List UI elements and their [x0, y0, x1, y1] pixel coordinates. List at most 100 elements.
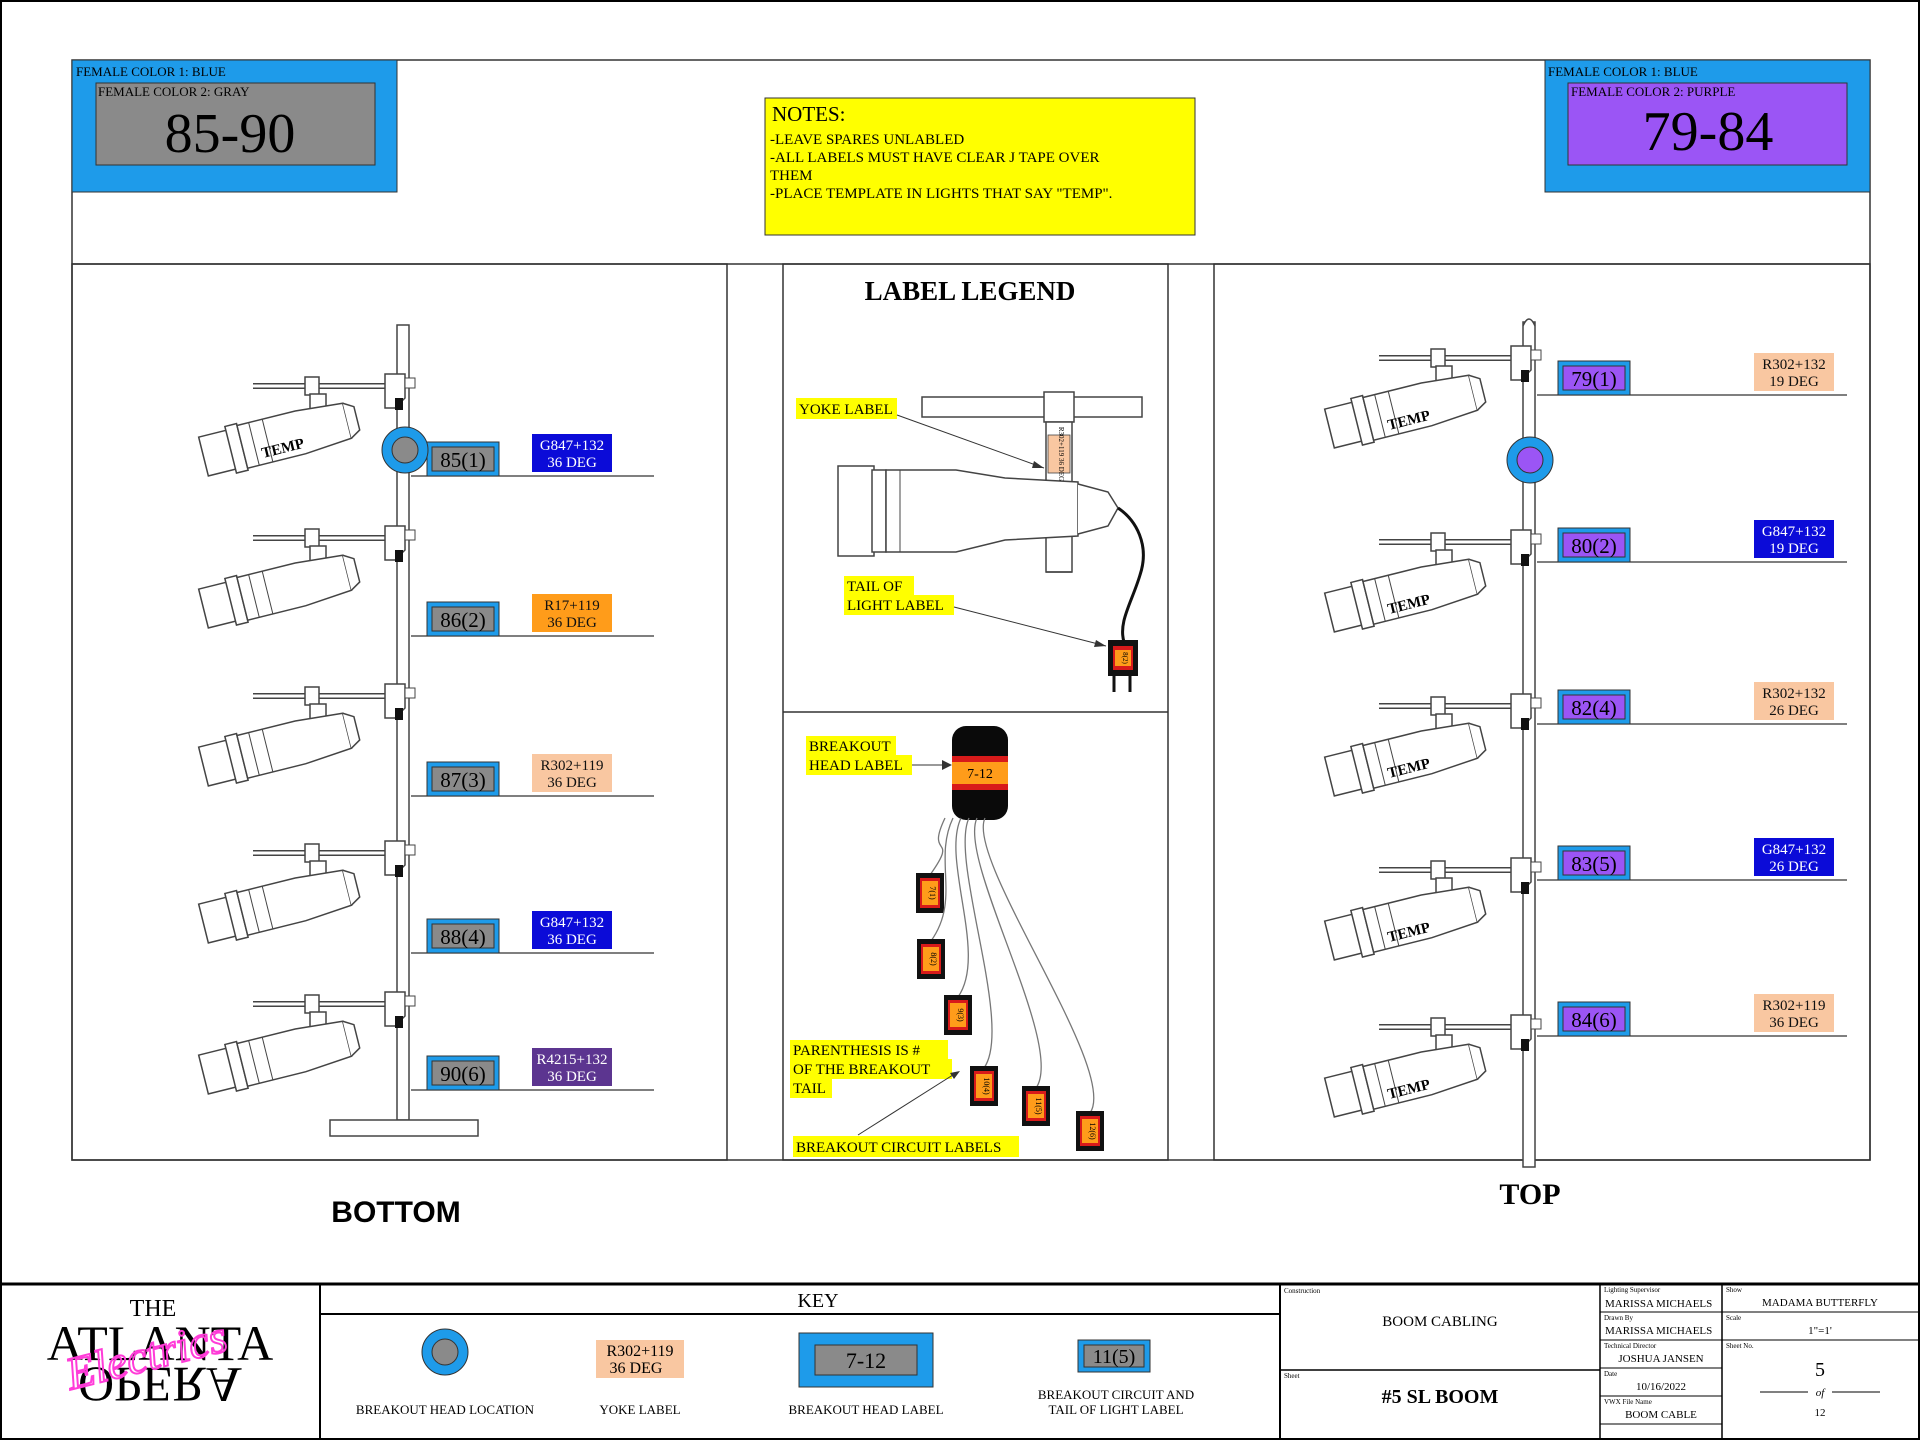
title-block: THE ATLANTA OPERA Electrics KEY BREAKOUT…: [0, 1282, 1920, 1440]
angle-label: 36 DEG: [547, 932, 597, 948]
breakout-tail: 11(5): [974, 817, 1050, 1126]
circuit-label: 83(5): [1571, 852, 1617, 876]
legend-yoke-label-callout: YOKE LABEL: [799, 402, 893, 418]
notes-box: NOTES: -LEAVE SPARES UNLABLED -ALL LABEL…: [764, 97, 1196, 236]
gel-label: R302+132: [1762, 357, 1825, 373]
tail-cable: [1117, 506, 1145, 643]
gel-label: R302+119: [541, 758, 604, 774]
notes-line: -LEAVE SPARES UNLABLED: [770, 132, 964, 148]
circuit-label: 85(1): [440, 448, 486, 472]
circuit-label: 87(3): [440, 768, 486, 792]
svg-text:BREAKOUT HEAD LABEL: BREAKOUT HEAD LABEL: [788, 1402, 943, 1417]
angle-label: 36 DEG: [1769, 1015, 1819, 1031]
vwx-file-name: BOOM CABLE: [1625, 1409, 1697, 1421]
svg-text:7-12: 7-12: [846, 1348, 886, 1373]
breakout-head-tag-text: 7-12: [967, 767, 993, 782]
gel-label: G847+132: [540, 438, 604, 454]
fixture-icon: [1322, 877, 1490, 965]
gel-label: G847+132: [1762, 524, 1826, 540]
breakout-tail: 10(4): [964, 817, 998, 1106]
tail-label: 11(5): [1034, 1097, 1043, 1114]
top-boom-title: TOP: [1499, 1178, 1560, 1211]
technical-director: JOSHUA JANSEN: [1618, 1353, 1703, 1365]
svg-text:Technical Director: Technical Director: [1604, 1342, 1657, 1350]
svg-text:of: of: [1816, 1387, 1827, 1399]
left-color1-label: FEMALE COLOR 1: BLUE: [76, 64, 226, 79]
key-item-yoke-label: R302+119 36 DEG YOKE LABEL: [596, 1340, 684, 1417]
breakout-tail: 12(6): [982, 817, 1104, 1151]
svg-text:THE: THE: [130, 1296, 177, 1322]
top-boom-panel: [1213, 263, 1871, 1161]
atlanta-opera-logo: THE ATLANTA OPERA Electrics: [47, 1296, 274, 1413]
tail-label: 8(2): [929, 952, 938, 966]
angle-label: 19 DEG: [1769, 541, 1819, 557]
angle-label: 26 DEG: [1769, 859, 1819, 875]
fixture-icon: [196, 545, 364, 633]
right-color1-label: FEMALE COLOR 1: BLUE: [1548, 64, 1698, 79]
right-range-number: 79-84: [1643, 101, 1774, 163]
gel-label: G847+132: [1762, 842, 1826, 858]
svg-text:R302+119: R302+119: [606, 1343, 673, 1360]
circuit-label: 86(2): [440, 608, 486, 632]
breakout-head-location-marker: [381, 426, 429, 474]
svg-text:Show: Show: [1726, 1286, 1743, 1294]
angle-label: 36 DEG: [547, 775, 597, 791]
svg-text:Drawn By: Drawn By: [1604, 1314, 1633, 1322]
gel-label: R17+119: [544, 598, 599, 614]
key-title: KEY: [797, 1290, 838, 1312]
tail-label: 10(4): [982, 1077, 991, 1095]
circuit-label: 84(6): [1571, 1008, 1617, 1032]
boom-base: [329, 1119, 479, 1137]
yoke-tag-text: R302+119 36 DEG: [1057, 427, 1065, 481]
right-color-header: FEMALE COLOR 1: BLUE FEMALE COLOR 2: PUR…: [1544, 59, 1871, 193]
svg-text:Date: Date: [1604, 1370, 1617, 1378]
circuit-label: 82(4): [1571, 696, 1617, 720]
fixture-icon: [196, 1011, 364, 1099]
svg-text:VWX File Name: VWX File Name: [1604, 1398, 1652, 1406]
circuit-label: 88(4): [440, 925, 486, 949]
key-item-breakout-head-location: BREAKOUT HEAD LOCATION: [356, 1328, 535, 1417]
gel-label: R302+119: [1763, 998, 1826, 1014]
bottom-boom-title: BOTTOM: [331, 1196, 460, 1229]
breakout-tail: 8(2): [917, 817, 954, 979]
legend-parenthesis-callout-3: TAIL: [793, 1081, 826, 1097]
yoke-label-tag: [1047, 434, 1071, 474]
sheet-number: 5: [1815, 1359, 1825, 1381]
legend-tail-label-callout-2: LIGHT LABEL: [847, 598, 944, 614]
notes-line: -ALL LABELS MUST HAVE CLEAR J TAPE OVER: [770, 150, 1100, 166]
svg-text:TAIL OF LIGHT LABEL: TAIL OF LIGHT LABEL: [1048, 1402, 1183, 1417]
label-legend: LABEL LEGEND R302+119 36 DEG 8(2) YOKE L…: [790, 276, 1145, 1157]
circuit-label: 90(6): [440, 1062, 486, 1086]
gel-label: G847+132: [540, 915, 604, 931]
gel-label: R4215+132: [537, 1052, 608, 1068]
legend-breakout-head-callout-2: HEAD LABEL: [809, 758, 903, 774]
fixture-icon: [1322, 1034, 1490, 1122]
svg-text:36 DEG: 36 DEG: [610, 1360, 663, 1377]
key-item-breakout-head-label: 7-12 BREAKOUT HEAD LABEL: [788, 1332, 944, 1417]
left-range-number: 85-90: [165, 103, 296, 165]
legend-breakout-head-callout-1: BREAKOUT: [809, 739, 891, 755]
fixture-icon: [196, 860, 364, 948]
legend-tail-label-callout-1: TAIL OF: [847, 579, 902, 595]
tail-label: 12(6): [1088, 1122, 1097, 1140]
fixture-icon: [196, 393, 364, 481]
svg-text:BREAKOUT HEAD LOCATION: BREAKOUT HEAD LOCATION: [356, 1402, 535, 1417]
angle-label: 19 DEG: [1769, 374, 1819, 390]
fixture-icon: [1322, 549, 1490, 637]
scale-value: 1"=1': [1808, 1325, 1832, 1337]
drawn-by: MARISSA MICHAELS: [1605, 1325, 1712, 1337]
construction-label: Construction: [1284, 1287, 1321, 1295]
svg-text:11(5): 11(5): [1093, 1346, 1136, 1368]
notes-title: NOTES:: [772, 102, 846, 126]
svg-text:Scale: Scale: [1726, 1314, 1741, 1322]
svg-text:Lighting Supervisor: Lighting Supervisor: [1604, 1286, 1661, 1294]
circuit-label: 79(1): [1571, 367, 1617, 391]
